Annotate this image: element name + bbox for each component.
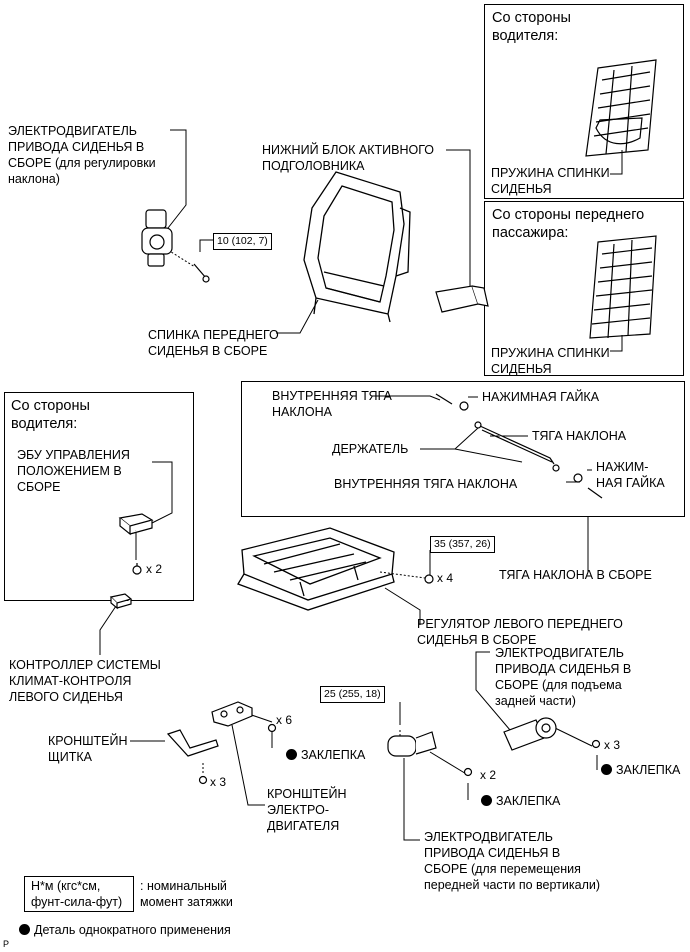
rivet-illustration-3 xyxy=(591,739,601,749)
headrest-lower-label: НИЖНИЙ БЛОК АКТИВНОГО ПОДГОЛОВНИКА xyxy=(262,143,435,173)
front-vertical-motor-label: ЭЛЕКТРОДВИГАТЕЛЬ ПРИВОДА СИДЕНЬЯ В СБОРЕ… xyxy=(424,830,601,892)
recline-rod-parts-illustration xyxy=(435,393,603,499)
seatback-label: СПИНКА ПЕРЕДНЕГО СИДЕНЬЯ В СБОРЕ xyxy=(148,328,279,358)
count-ecu-screws: x 2 xyxy=(146,562,163,576)
single-use-dot-icon xyxy=(601,764,612,775)
legend-single-use: Деталь однократного применения xyxy=(19,922,231,938)
ecu-label: ЭБУ УПРАВЛЕНИЯ ПОЛОЖЕНИЕМ В СБОРЕ xyxy=(17,448,130,494)
recliner-motor-label: ЭЛЕКТРОДВИГАТЕЛЬ ПРИВОДА СИДЕНЬЯ В СБОРЕ… xyxy=(8,124,156,186)
count-rear-motor-rivets: x 3 xyxy=(604,738,621,752)
seat-adjuster-illustration xyxy=(237,527,395,611)
seatback-spring-passenger-illustration xyxy=(589,235,657,339)
count-bracket-rivets: x 6 xyxy=(276,713,293,727)
front-vertical-motor-illustration xyxy=(387,731,437,757)
climate-controller-illustration xyxy=(109,593,133,610)
headrest-lower-unit-illustration xyxy=(435,285,489,313)
count-adjuster-bolts: x 4 xyxy=(437,571,454,585)
shield-bracket-illustration xyxy=(166,729,219,757)
corner-mark: P xyxy=(3,939,10,949)
torque-box-35: 35 (357, 26) xyxy=(430,536,495,553)
push-nut-label-1: НАЖИМНАЯ ГАЙКА xyxy=(482,390,600,404)
push-nut-label-2: НАЖИМ- НАЯ ГАЙКА xyxy=(596,460,665,490)
motor-bracket-label: КРОНШТЕЙН ЭЛЕКТРО- ДВИГАТЕЛЯ xyxy=(267,787,347,833)
seatback-frame-illustration xyxy=(303,171,411,323)
rivet-illustration-1 xyxy=(267,723,277,733)
rear-lift-motor-label: ЭЛЕКТРОДВИГАТЕЛЬ ПРИВОДА СИДЕНЬЯ В СБОРЕ… xyxy=(495,646,632,708)
torque-box-10: 10 (102, 7) xyxy=(213,233,272,250)
recline-rod-label: ТЯГА НАКЛОНА xyxy=(532,429,627,443)
bolt-10-illustration xyxy=(193,263,210,283)
passenger-top-box-title: Со стороны переднего пассажира: xyxy=(492,207,645,241)
legend-units-text: Н*м (кгс*см, фунт-сила-фут) xyxy=(31,879,123,909)
ecu-screw-illustration xyxy=(132,563,142,575)
seatback-spring-driver-illustration xyxy=(585,59,657,157)
rivet-label-1: ЗАКЛЕПКА xyxy=(286,747,365,763)
inner-rod-label-2: ВНУТРЕННЯЯ ТЯГА НАКЛОНА xyxy=(334,477,518,491)
motor-bracket-illustration xyxy=(211,701,253,727)
driver-left-box-title: Со стороны водителя: xyxy=(11,398,90,432)
rivet-label-2: ЗАКЛЕПКА xyxy=(481,793,560,809)
legend-units-description: : номинальный момент затяжки xyxy=(140,879,233,909)
spring-passenger-label: ПРУЖИНА СПИНКИ СИДЕНЬЯ xyxy=(491,346,610,376)
recliner-motor-illustration xyxy=(141,209,173,267)
legend-units-box xyxy=(24,876,134,912)
torque-box-25: 25 (255, 18) xyxy=(320,686,385,703)
inner-rod-label-1: ВНУТРЕННЯЯ ТЯГА НАКЛОНА xyxy=(272,389,392,419)
shield-screw-illustration xyxy=(198,775,208,785)
climate-controller-label: КОНТРОЛЛЕР СИСТЕМЫ КЛИМАТ-КОНТРОЛЯ ЛЕВОГ… xyxy=(9,658,161,704)
driver-top-box xyxy=(484,4,684,199)
driver-left-box xyxy=(4,392,194,601)
bolt-35-illustration xyxy=(424,574,434,584)
single-use-dot-icon xyxy=(286,749,297,760)
spring-driver-label: ПРУЖИНА СПИНКИ СИДЕНЬЯ xyxy=(491,166,610,196)
driver-top-box-title: Со стороны водителя: xyxy=(492,10,571,44)
rod-assembly-label: ТЯГА НАКЛОНА В СБОРЕ xyxy=(499,568,652,582)
rivet-label-3: ЗАКЛЕПКА xyxy=(601,762,680,778)
holder-label: ДЕРЖАТЕЛЬ xyxy=(332,442,409,456)
position-ecu-illustration xyxy=(118,513,154,536)
rivet-illustration-2 xyxy=(463,767,473,777)
recline-rod-box xyxy=(241,381,685,517)
adjuster-label: РЕГУЛЯТОР ЛЕВОГО ПЕРЕДНЕГО СИДЕНЬЯ В СБО… xyxy=(417,617,623,647)
rear-lift-motor-illustration xyxy=(503,717,557,751)
count-shield-screws: x 3 xyxy=(210,775,227,789)
count-motor-rivets: x 2 xyxy=(480,768,497,782)
shield-bracket-label: КРОНШТЕЙН ЩИТКА xyxy=(48,734,128,764)
single-use-dot-icon xyxy=(481,795,492,806)
single-use-dot-icon xyxy=(19,924,30,935)
